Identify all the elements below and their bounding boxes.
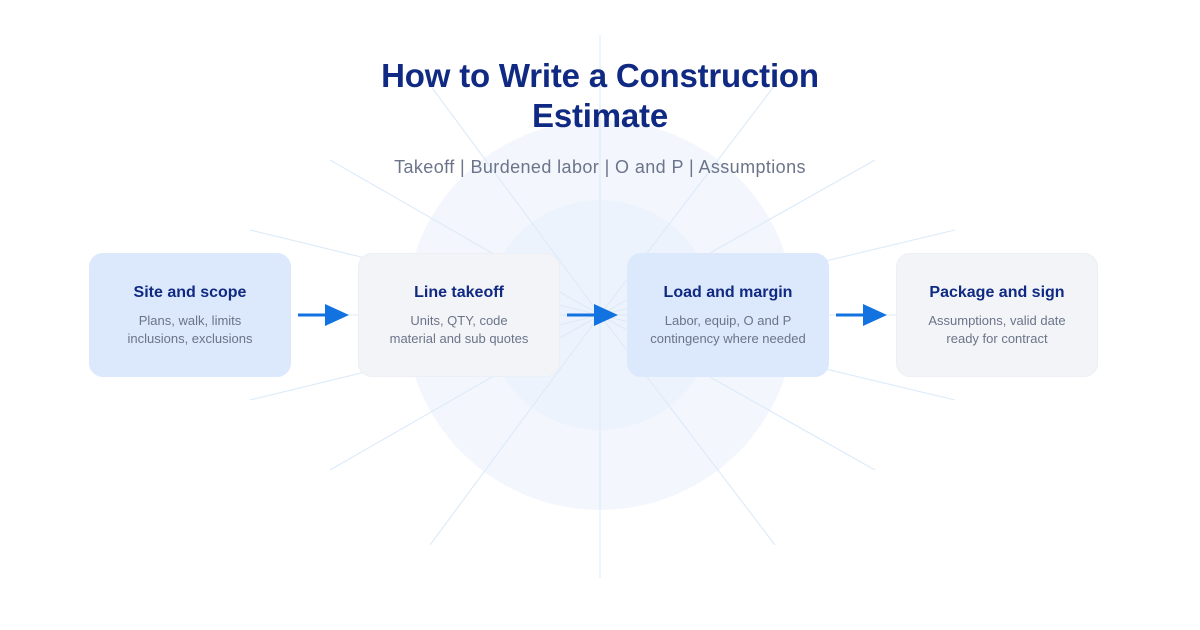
flow-step-description: Assumptions, valid date ready for contra…	[928, 312, 1066, 346]
flow-step-title: Line takeoff	[414, 283, 504, 301]
header: How to Write a Construction Estimate Tak…	[0, 0, 1200, 178]
arrow-right-icon	[829, 301, 896, 329]
flow-step-title: Load and margin	[663, 283, 793, 301]
flow-step-title: Site and scope	[133, 283, 247, 301]
flow-step-title: Package and sign	[929, 283, 1065, 301]
flow-step-site-and-scope[interactable]: Site and scope Plans, walk, limits inclu…	[89, 253, 291, 377]
flow-step-load-and-margin[interactable]: Load and margin Labor, equip, O and P co…	[627, 253, 829, 377]
arrow-right-icon	[291, 301, 358, 329]
process-flow: Site and scope Plans, walk, limits inclu…	[89, 253, 1100, 377]
arrow-right-icon	[560, 301, 627, 329]
page-title: How to Write a Construction Estimate	[381, 57, 819, 134]
flow-step-line-takeoff[interactable]: Line takeoff Units, QTY, code material a…	[358, 253, 560, 377]
page-subtitle: Takeoff | Burdened labor | O and P | Ass…	[394, 157, 806, 177]
flow-step-description: Labor, equip, O and P contingency where …	[650, 312, 806, 346]
flow-step-description: Plans, walk, limits inclusions, exclusio…	[127, 312, 253, 346]
flow-step-package-and-sign[interactable]: Package and sign Assumptions, valid date…	[896, 253, 1098, 377]
flow-step-description: Units, QTY, code material and sub quotes	[389, 312, 529, 346]
